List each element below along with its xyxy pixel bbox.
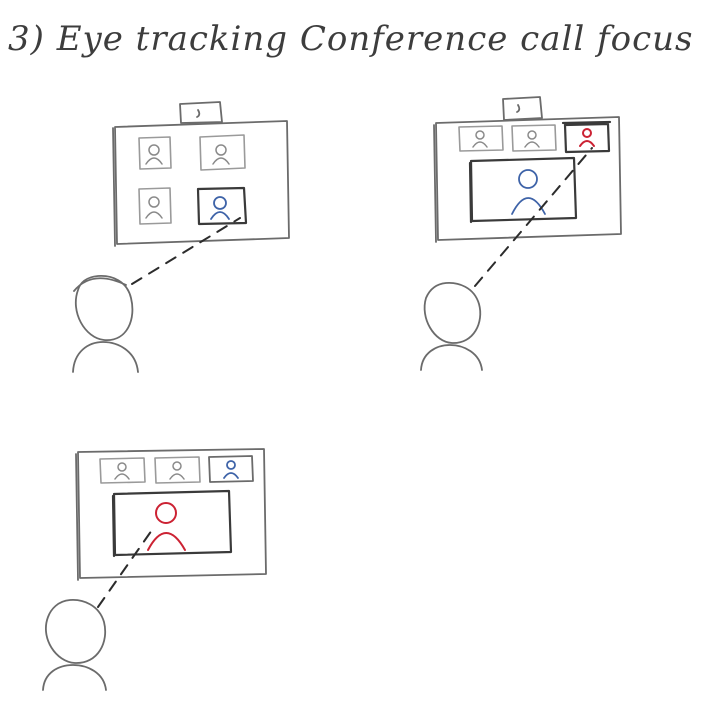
panel-grid-view xyxy=(72,101,290,373)
participant-tile xyxy=(138,187,172,225)
viewer-head xyxy=(42,599,107,691)
monitor-frame xyxy=(112,120,290,247)
gazed-participant-tile xyxy=(196,186,248,226)
webcam-icon xyxy=(502,96,543,121)
viewer-head xyxy=(420,282,483,371)
viewer-head xyxy=(72,275,139,373)
thumbnail-tile xyxy=(154,456,201,484)
thumbnail-tile xyxy=(99,457,146,484)
participant-tile xyxy=(138,136,172,170)
webcam-icon xyxy=(179,101,223,124)
gaze-line xyxy=(131,217,241,285)
main-stage xyxy=(468,156,578,224)
panel-focus-view xyxy=(420,96,622,371)
page-title: 3) Eye tracking Conference call focus xyxy=(8,19,694,59)
gazed-thumbnail-tile xyxy=(561,120,612,154)
thumbnail-tile xyxy=(458,125,504,152)
monitor-frame xyxy=(433,116,622,243)
main-stage xyxy=(111,489,233,558)
gaze-line xyxy=(474,147,593,287)
thumbnail-tile xyxy=(208,455,254,483)
participant-tile xyxy=(199,134,246,171)
panel-speaker-view xyxy=(42,448,267,691)
gaze-line xyxy=(97,529,153,608)
thumbnail-tile xyxy=(511,124,557,152)
monitor-frame xyxy=(75,448,267,581)
